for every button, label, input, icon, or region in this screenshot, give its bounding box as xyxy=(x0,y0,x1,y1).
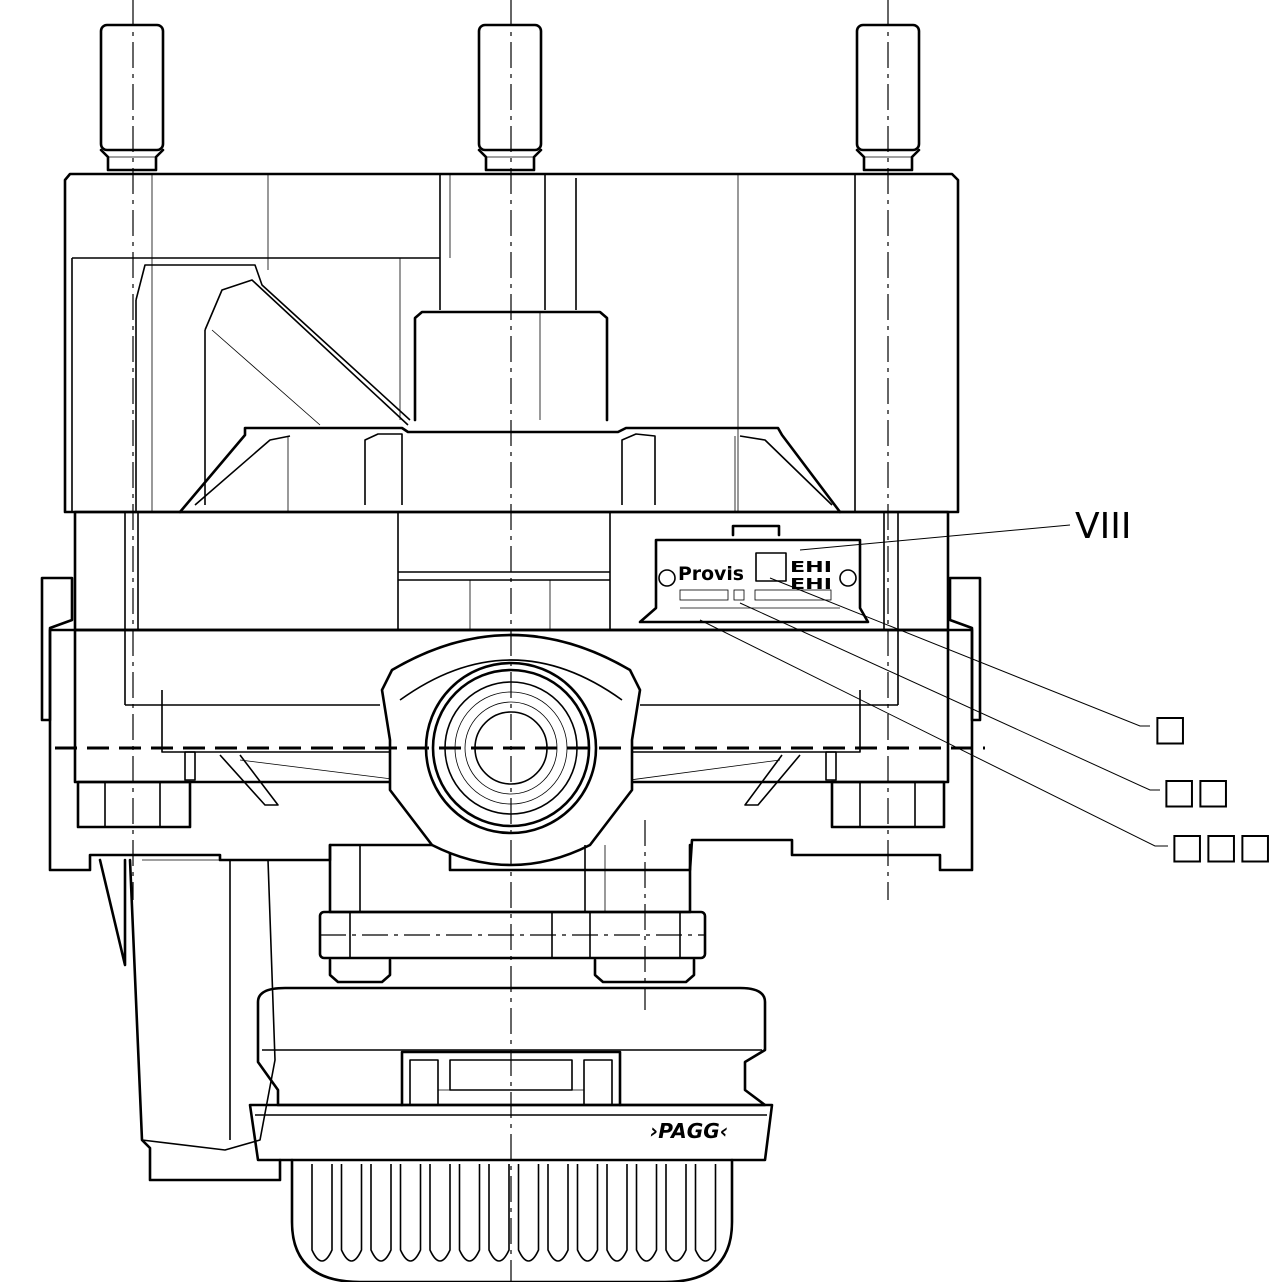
silencer-fin xyxy=(458,1164,481,1262)
cover-logo: ›PAGG‹ xyxy=(650,1119,728,1143)
silencer-fin xyxy=(635,1164,658,1262)
callout-leaders xyxy=(699,524,1168,847)
centerlines xyxy=(55,0,985,1282)
cover-cap: ›PAGG‹ xyxy=(248,986,774,1162)
silencer-fin xyxy=(576,1164,599,1262)
finned-silencer xyxy=(290,1158,734,1282)
silencer-fin xyxy=(429,1164,451,1262)
silencer-fin xyxy=(547,1164,569,1262)
silencer-fin xyxy=(340,1164,363,1262)
nameplate-mark-bottom: EHI xyxy=(790,575,832,593)
silencer-fin xyxy=(488,1164,510,1262)
silencer-fin xyxy=(694,1164,717,1262)
stud-center xyxy=(477,23,543,172)
silencer-fin xyxy=(370,1164,392,1262)
side-bracket xyxy=(98,858,282,1182)
silencer-fin xyxy=(606,1164,628,1262)
callout-labels: VIII □ □□ □□□ xyxy=(1075,506,1272,867)
nameplate: Provis EHI EHI xyxy=(638,524,870,624)
shoulder-section xyxy=(178,426,842,514)
callout-3: □□□ xyxy=(1170,826,1272,867)
callout-1: □ xyxy=(1153,708,1187,749)
callout-2: □□ xyxy=(1162,771,1230,812)
silencer-fin xyxy=(517,1164,540,1262)
nameplate-brand: Provis xyxy=(678,563,744,585)
stud-left xyxy=(99,23,165,172)
silencer-fin xyxy=(399,1164,422,1262)
nameplate-mark-top: EHI xyxy=(790,558,832,576)
callout-viii: VIII xyxy=(1075,506,1131,547)
silencer-fin xyxy=(665,1164,687,1262)
top-studs xyxy=(99,23,921,172)
silencer-fin xyxy=(311,1164,333,1262)
silencer-fins xyxy=(311,1164,717,1262)
